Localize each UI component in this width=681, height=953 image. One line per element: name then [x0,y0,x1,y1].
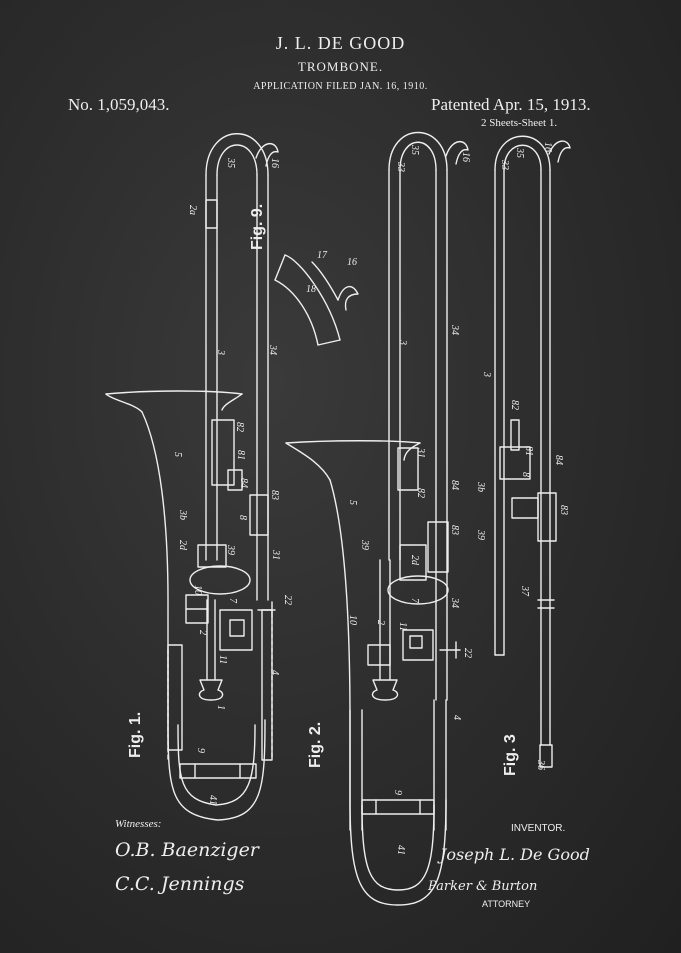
svg-text:11: 11 [217,655,228,664]
inventor-name: J. L. DE GOOD [275,33,406,53]
svg-text:35: 35 [225,157,236,168]
reference-numerals: 35 16 2a 3 34 5 3b 82 81 84 83 8 2d 39 3… [172,142,569,855]
figure-2-label: Fig. 2. [307,722,324,768]
svg-text:84: 84 [553,455,564,465]
witness-2-signature: C.C. Jennings [115,873,245,895]
svg-text:83: 83 [558,505,569,515]
inventor-signature: Joseph L. De Good [437,845,590,864]
svg-text:31: 31 [270,549,281,560]
svg-text:31: 31 [415,447,426,458]
svg-text:84: 84 [449,480,460,490]
svg-text:34: 34 [449,597,460,608]
svg-text:3: 3 [397,339,408,345]
witnesses-label: Witnesses: [115,818,162,830]
svg-text:35: 35 [514,147,525,158]
application-filed-date: APPLICATION FILED JAN. 16, 1910. [253,81,428,92]
svg-text:34: 34 [449,324,460,335]
svg-text:83: 83 [269,490,280,500]
svg-text:5: 5 [347,500,358,505]
svg-text:7: 7 [227,598,238,604]
figure-3-slide-drawing [494,135,571,768]
svg-text:17: 17 [317,250,328,261]
svg-text:81: 81 [235,450,246,460]
svg-text:3: 3 [215,349,226,355]
svg-text:3b: 3b [475,481,486,492]
svg-text:2d: 2d [409,555,420,566]
patent-date: Patented Apr. 15, 1913. [431,95,591,114]
svg-text:82: 82 [234,422,245,432]
svg-text:16: 16 [460,152,471,162]
svg-text:82: 82 [509,400,520,410]
svg-text:10: 10 [347,615,358,625]
svg-text:35: 35 [409,144,420,155]
svg-text:9: 9 [392,790,403,795]
svg-text:16: 16 [269,158,280,168]
svg-text:39: 39 [475,529,486,540]
svg-text:37: 37 [519,585,530,597]
svg-text:83: 83 [449,525,460,535]
figure-9-section-drawing [274,254,359,346]
svg-text:18: 18 [306,284,316,295]
svg-text:33: 33 [395,161,406,172]
svg-text:84: 84 [238,478,249,488]
sheet-count: 2 Sheets-Sheet 1. [481,117,558,129]
svg-text:2: 2 [197,630,208,635]
svg-text:5: 5 [172,452,183,457]
invention-title: TROMBONE. [297,59,384,74]
svg-text:16: 16 [347,257,357,268]
svg-text:8: 8 [520,472,531,477]
svg-text:11: 11 [397,622,408,631]
svg-text:1: 1 [215,705,226,710]
svg-text:82: 82 [415,488,426,498]
svg-text:41: 41 [395,845,406,855]
svg-text:3b: 3b [177,509,188,520]
patent-number: No. 1,059,043. [68,95,170,114]
svg-text:9: 9 [195,748,206,753]
figure-1-label: Fig. 1. [127,712,144,758]
svg-text:39: 39 [225,544,236,555]
svg-text:36: 36 [535,759,546,770]
figure-1-trombone-drawing [105,133,279,821]
svg-text:2d: 2d [177,540,188,551]
attorney-label: ATTORNEY [482,899,531,909]
svg-text:39: 39 [359,539,370,550]
svg-text:16: 16 [542,142,553,152]
svg-text:4: 4 [269,670,280,675]
svg-text:2: 2 [375,620,386,625]
svg-text:8: 8 [237,515,248,520]
svg-text:4: 4 [451,715,462,720]
svg-text:3: 3 [481,371,492,377]
attorney-signature: Parker & Burton [427,879,537,894]
svg-text:41: 41 [207,795,218,805]
figure-9-label: Fig. 9. [249,204,266,250]
svg-text:10: 10 [192,585,203,595]
svg-text:33: 33 [499,159,510,170]
svg-text:34: 34 [267,344,278,355]
figure-labels: Fig. 1. Fig. 2. Fig. 3 Fig. 9. [127,204,519,776]
figure-2-trombone-drawing [285,132,469,906]
svg-text:2a: 2a [187,205,198,215]
svg-text:7: 7 [409,598,420,604]
svg-text:81: 81 [523,446,534,456]
signatures: O.B. Baenziger C.C. Jennings Joseph L. D… [115,839,590,895]
witness-1-signature: O.B. Baenziger [115,839,261,861]
figure-3-label: Fig. 3 [502,734,519,776]
svg-text:22: 22 [282,595,293,605]
inventor-label: INVENTOR. [511,823,566,834]
svg-text:22: 22 [462,648,473,658]
